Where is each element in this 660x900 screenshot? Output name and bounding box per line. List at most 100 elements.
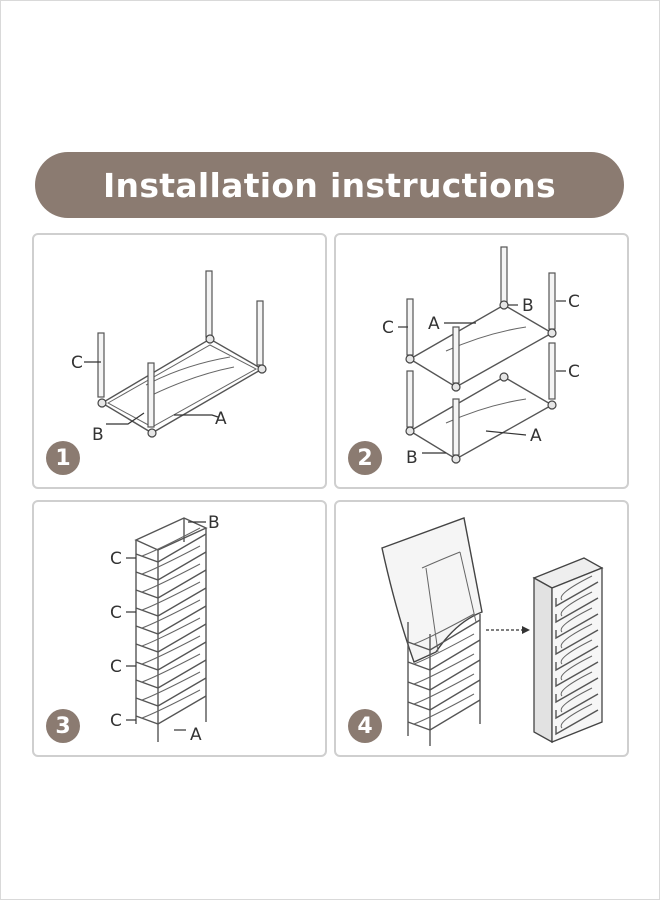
step-2-panel: C A B C C A B 2 <box>334 233 629 489</box>
label-c4: C <box>110 711 122 731</box>
pole-mid-front <box>452 398 460 456</box>
joint <box>451 454 461 464</box>
shelf-line <box>135 695 207 725</box>
leader-b <box>106 412 145 425</box>
finished-rack-side <box>533 576 553 744</box>
fabric-sag-2 <box>151 366 235 396</box>
shelf-fabric <box>141 599 201 629</box>
shelf-fabric <box>413 633 475 665</box>
shelf-line <box>135 659 207 689</box>
shelf-frame <box>100 338 264 434</box>
pole-top-front <box>452 326 460 384</box>
label-c2: C <box>110 603 122 623</box>
label-a: A <box>190 725 202 745</box>
pole-back-right <box>256 300 264 366</box>
joint <box>451 382 461 392</box>
shelf-line <box>555 613 599 640</box>
label-c-mid-right: C <box>568 362 580 382</box>
label-c1: C <box>110 549 122 569</box>
pole-back-left <box>205 270 213 338</box>
shelf-fabric <box>141 545 201 575</box>
joint <box>499 300 509 310</box>
label-b: B <box>92 425 104 445</box>
shelf-fabric <box>141 617 201 647</box>
shelf-line <box>555 677 599 704</box>
step-4-panel: 4 <box>334 500 629 757</box>
shelf-line <box>135 677 207 707</box>
title-banner: Installation instructions <box>35 152 624 218</box>
shelf-fabric <box>141 563 201 593</box>
shelf-fabric <box>413 653 475 685</box>
label-b-bottom: B <box>406 448 418 468</box>
shelf-fabric <box>141 689 201 719</box>
label-a-top: A <box>428 314 440 334</box>
shelf-fabric <box>141 527 201 557</box>
shelf-line <box>135 605 207 635</box>
shelf-line <box>555 645 599 672</box>
pole-mid-right <box>548 342 556 400</box>
fabric-cover <box>381 517 483 663</box>
label-b-top: B <box>522 296 534 316</box>
shelf-fabric <box>141 581 201 611</box>
shelf-fabric <box>560 671 593 697</box>
shelf-fabric <box>413 693 475 725</box>
shelf-line <box>407 639 481 671</box>
shelf-fabric <box>413 613 475 645</box>
shelf-fabric <box>141 671 201 701</box>
shelf-fabric <box>560 639 593 665</box>
shelf-fabric <box>560 623 593 649</box>
shelf-line <box>555 709 599 736</box>
shelf-fabric <box>141 653 201 683</box>
rack-shelves <box>135 527 207 725</box>
cover-seam <box>425 567 439 653</box>
cover-seam <box>459 551 477 623</box>
pole-front-right <box>147 362 155 428</box>
rack-shelves <box>407 613 481 731</box>
shelf-line <box>135 623 207 653</box>
joint <box>547 328 557 338</box>
step-1-panel: C B A 1 <box>32 233 327 489</box>
joint <box>97 398 107 408</box>
shelf-line <box>407 619 481 651</box>
pole-mid-left <box>406 370 414 428</box>
shelf-line <box>555 629 599 656</box>
shelf-line <box>135 551 207 581</box>
step-4-diagram <box>381 517 604 746</box>
shelf-line <box>135 569 207 599</box>
step-number-badge: 4 <box>348 709 382 743</box>
shelf-fabric <box>106 344 258 428</box>
label-c3: C <box>110 657 122 677</box>
page-title: Installation instructions <box>102 165 557 205</box>
step-number-badge: 2 <box>348 441 382 475</box>
shelf-line <box>555 661 599 688</box>
label-c-left: C <box>382 318 394 338</box>
shelf-fabric <box>560 703 593 729</box>
joint <box>405 354 415 364</box>
joint <box>205 334 215 344</box>
step-1-diagram: C B A <box>71 270 267 445</box>
step-3-diagram: B C C C C A <box>110 513 220 745</box>
shelf-line <box>555 581 599 608</box>
leader-a <box>174 414 219 418</box>
shelf-fabric <box>560 687 593 713</box>
bottom-shelf-frame <box>408 376 554 460</box>
step-number-badge: 1 <box>46 441 80 475</box>
pole-top-back <box>500 246 508 304</box>
pole-top-right <box>548 272 556 330</box>
joint <box>147 428 157 438</box>
step-2-diagram: C A B C C A B <box>382 246 580 468</box>
shelf-fabric <box>413 673 475 705</box>
pole-front-left <box>97 332 105 398</box>
step-3-panel: B C C C C A 3 <box>32 500 327 757</box>
arrow-icon <box>522 626 530 634</box>
shelf-line <box>407 659 481 691</box>
shelf-fabric <box>560 655 593 681</box>
joint <box>405 426 415 436</box>
shelf-fabric <box>560 591 593 617</box>
label-c-top-right: C <box>568 292 580 312</box>
shelf-line <box>555 693 599 720</box>
label-a: A <box>215 409 227 429</box>
shelf-line <box>135 641 207 671</box>
joint <box>499 372 509 382</box>
shelf-fabric <box>560 607 593 633</box>
